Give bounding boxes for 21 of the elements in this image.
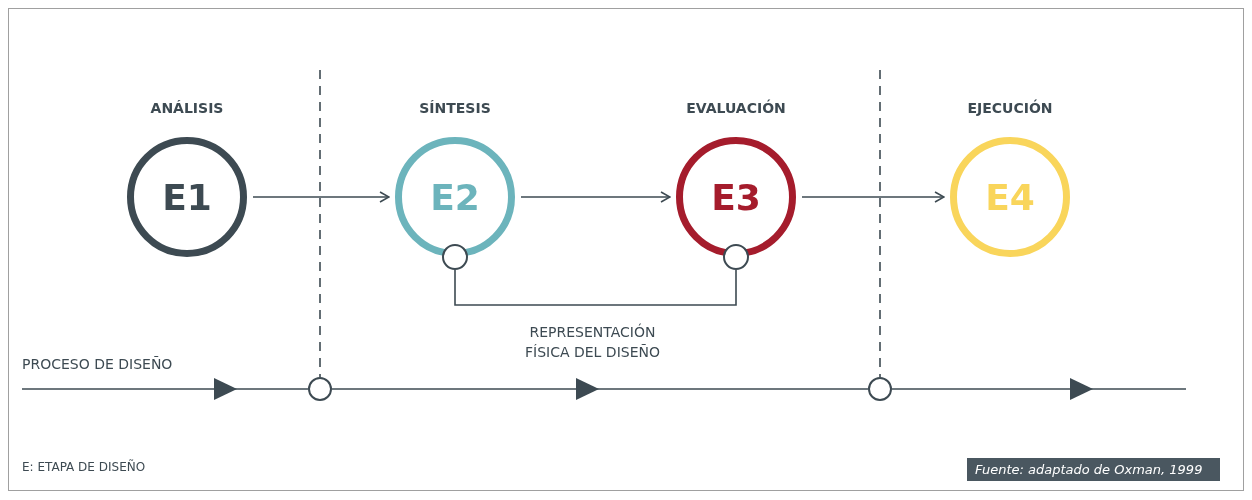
arrow <box>252 191 390 203</box>
connector-line <box>454 269 737 306</box>
legend-note: E: ETAPA DE DISEÑO <box>22 460 146 474</box>
circle-node <box>723 244 749 270</box>
stage-heading: ANÁLISIS <box>149 100 225 116</box>
source-note: Fuente: adaptado de Oxman, 1999 <box>967 458 1220 481</box>
stage-code: E3 <box>711 176 761 218</box>
dashed-line <box>319 69 321 378</box>
stage-heading: EJECUCIÓN <box>966 100 1054 116</box>
circle-node <box>308 377 332 401</box>
circle-node <box>442 244 468 270</box>
arrow <box>520 191 671 203</box>
stage-heading: SÍNTESIS <box>418 100 492 116</box>
circle-node <box>868 377 892 401</box>
stage-code: E4 <box>985 176 1035 218</box>
arrow <box>801 191 945 203</box>
dashed-line <box>879 69 881 378</box>
stage-heading: EVALUACIÓN <box>685 100 787 116</box>
stage-code: E2 <box>430 176 480 218</box>
process-label: PROCESO DE DISEÑO <box>22 356 173 372</box>
stage-code: E1 <box>162 176 212 218</box>
